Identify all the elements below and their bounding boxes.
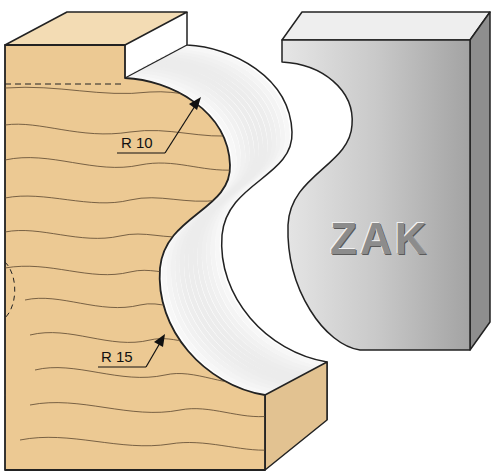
knife-plate — [282, 12, 490, 350]
profile-back-edge — [187, 12, 327, 420]
wood-grain — [5, 87, 270, 450]
brand-mark: ZAK — [330, 217, 429, 261]
leader-line — [98, 334, 165, 367]
leader-line — [117, 97, 201, 153]
wood-side-face — [265, 362, 327, 470]
hidden-line — [5, 84, 125, 85]
dimension-label: R 15 — [101, 349, 133, 364]
dimension-label: R 10 — [121, 135, 153, 150]
profile-edge — [125, 45, 187, 78]
wood-top-face — [5, 12, 187, 45]
hidden-line — [5, 262, 15, 318]
wood-front-face — [5, 45, 265, 470]
